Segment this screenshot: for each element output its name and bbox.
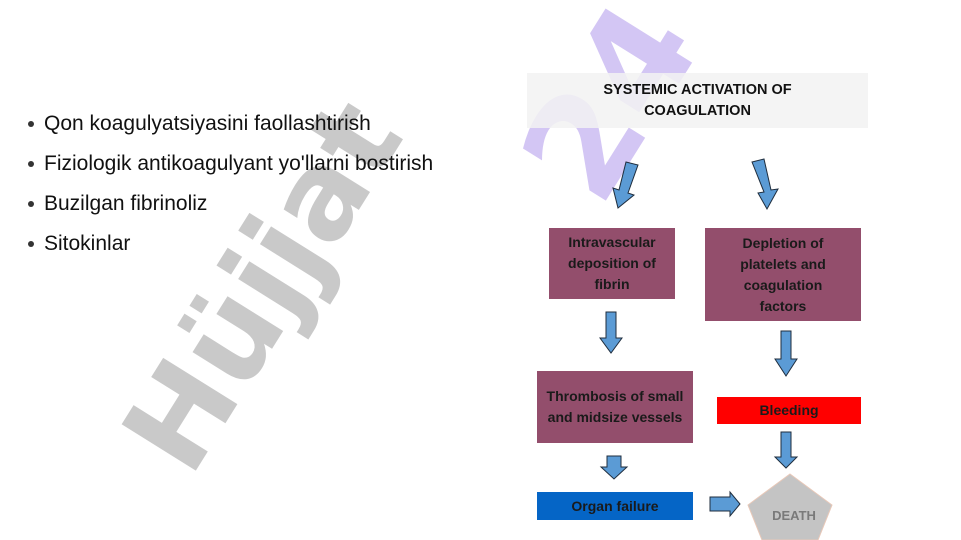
arrow-down-icon [774,330,798,377]
thrombosis-text: Thrombosis of small and midsize vessels [546,388,684,425]
organ-failure-text: Organ failure [571,497,659,514]
bullet-icon [28,161,34,167]
bullet-item: Sitokinlar [28,224,433,264]
bullet-icon [28,241,34,247]
death-pentagon [747,473,833,540]
diagram-title-box: SYSTEMIC ACTIVATION OF COAGULATION [527,73,868,128]
bullet-item: Buzilgan fibrinoliz [28,184,433,224]
arrow-down-left-icon [612,161,639,209]
diagram-title: SYSTEMIC ACTIVATION OF COAGULATION [603,81,792,119]
thrombosis-box: Thrombosis of small and midsize vessels [537,371,693,443]
bullet-item: Qon koagulyatsiyasini faollashtirish [28,104,433,144]
arrow-down-icon [599,311,623,354]
intravascular-box: Intravascular deposition of fibrin [549,228,675,299]
death-text: DEATH [772,508,816,523]
depletion-box: Depletion of platelets and coagulation f… [705,228,861,321]
arrow-down-icon [599,455,629,480]
bullet-text: Qon koagulyatsiyasini faollashtirish [44,112,371,135]
arrow-down-icon [773,431,799,469]
bullet-text: Fiziologik antikoagulyant yo'llarni bost… [44,152,434,175]
arrow-right-icon [709,490,741,518]
bullet-icon [28,121,34,127]
bleeding-text: Bleeding [759,402,819,418]
organ-failure-box: Organ failure [537,492,693,520]
bullet-item: Fiziologik antikoagulyant yo'llarni bost… [28,144,433,184]
arrow-down-right-icon [751,158,779,211]
bleeding-box: Bleeding [717,397,861,424]
bullet-text: Sitokinlar [44,232,131,255]
depletion-text: Depletion of platelets and coagulation f… [740,234,826,314]
bullet-icon [28,201,34,207]
bullet-text: Buzilgan fibrinoliz [44,192,208,215]
bullet-list: Qon koagulyatsiyasini faollashtirish Fiz… [28,104,433,264]
intravascular-text: Intravascular deposition of fibrin [568,234,656,292]
